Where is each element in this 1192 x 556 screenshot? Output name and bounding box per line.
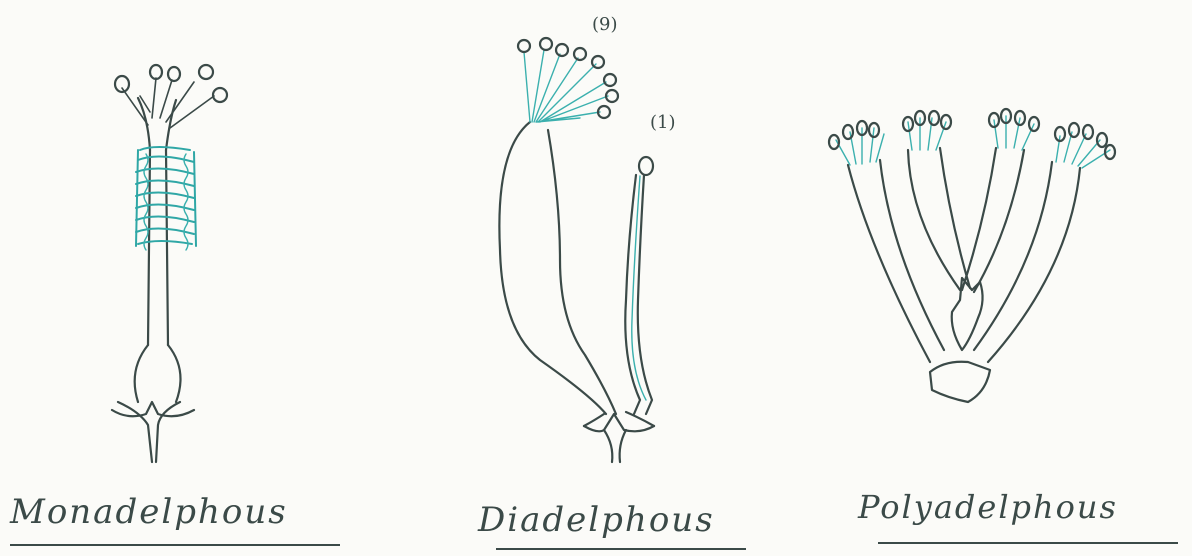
diadelphous-label: Diadelphous <box>478 500 715 540</box>
diadelphous-one-annotation: (1) <box>650 112 676 133</box>
diadelphous-underline <box>496 548 746 550</box>
monadelphous-label: Monadelphous <box>10 492 288 532</box>
polyadelphous-drawing <box>829 109 1115 402</box>
diadelphous-drawing <box>499 38 654 462</box>
monadelphous-underline <box>10 544 340 546</box>
diadelphous-nine-annotation: (9) <box>592 14 618 35</box>
monadelphous-drawing <box>112 65 227 462</box>
polyadelphous-label: Polyadelphous <box>858 488 1118 526</box>
polyadelphous-underline <box>878 542 1178 544</box>
